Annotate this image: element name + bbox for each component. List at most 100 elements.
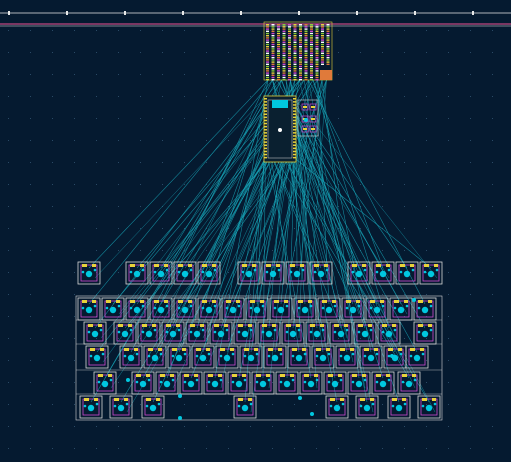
key-switch-footprint[interactable]	[245, 297, 269, 321]
key-switch-footprint[interactable]	[419, 261, 443, 285]
key-switch-footprint[interactable]	[131, 371, 155, 395]
key-switch-footprint[interactable]	[417, 395, 441, 419]
key-switch-footprint[interactable]	[79, 395, 103, 419]
key-switch-footprint[interactable]	[197, 297, 221, 321]
key-switch-footprint[interactable]	[173, 297, 197, 321]
key-switch-footprint[interactable]	[113, 321, 137, 345]
key-switch-footprint[interactable]	[215, 345, 239, 369]
key-switch-footprint[interactable]	[161, 321, 185, 345]
key-switch-footprint[interactable]	[371, 261, 395, 285]
controller-layer[interactable]	[263, 21, 333, 163]
key-switch-footprint[interactable]	[233, 395, 257, 419]
key-switch-footprint[interactable]	[347, 261, 371, 285]
key-switch-footprint[interactable]	[93, 371, 117, 395]
key-switch-footprint[interactable]	[347, 371, 371, 395]
key-switch-footprint[interactable]	[85, 345, 109, 369]
key-switch-footprint[interactable]	[299, 371, 323, 395]
key-switch-footprint[interactable]	[309, 261, 333, 285]
small-ic-cluster[interactable]	[297, 99, 319, 137]
key-switch-footprint[interactable]	[227, 371, 251, 395]
key-switch-footprint[interactable]	[275, 371, 299, 395]
header-pin	[288, 59, 291, 61]
key-switch-footprint[interactable]	[149, 297, 173, 321]
key-switch-footprint[interactable]	[221, 297, 245, 321]
microcontroller-module[interactable]	[263, 95, 297, 163]
key-switch-footprint[interactable]	[329, 321, 353, 345]
key-switch-footprint[interactable]	[179, 371, 203, 395]
key-switch-footprint[interactable]	[209, 321, 233, 345]
key-switch-footprint[interactable]	[335, 345, 359, 369]
mcu-pin	[264, 125, 267, 128]
key-switch-footprint[interactable]	[119, 345, 143, 369]
key-switch-footprint[interactable]	[233, 321, 257, 345]
key-switch-footprint[interactable]	[293, 297, 317, 321]
key-switch-footprint[interactable]	[101, 297, 125, 321]
pad	[242, 264, 247, 267]
key-switch-footprint[interactable]	[377, 321, 401, 345]
key-switch-footprint[interactable]	[185, 321, 209, 345]
key-switch-footprint[interactable]	[77, 297, 101, 321]
key-outline	[317, 297, 341, 321]
key-switch-footprint[interactable]	[237, 261, 261, 285]
key-switch-footprint[interactable]	[355, 395, 379, 419]
key-switch-footprint[interactable]	[317, 297, 341, 321]
ratsnest-line	[166, 148, 297, 315]
key-switch-footprint[interactable]	[285, 261, 309, 285]
key-switch-footprint[interactable]	[261, 261, 285, 285]
key-switch-footprint[interactable]	[251, 371, 275, 395]
key-switch-footprint[interactable]	[239, 345, 263, 369]
key-switch-footprint[interactable]	[287, 345, 311, 369]
key-switch-footprint[interactable]	[141, 395, 165, 419]
key-switch-footprint[interactable]	[387, 395, 411, 419]
key-switch-footprint[interactable]	[197, 261, 221, 285]
key-switch-footprint[interactable]	[341, 297, 365, 321]
key-switch-footprint[interactable]	[149, 261, 173, 285]
pad	[128, 324, 132, 327]
grid-dot	[426, 74, 427, 75]
key-switch-footprint[interactable]	[371, 371, 395, 395]
key-switch-footprint[interactable]	[269, 297, 293, 321]
key-switch-footprint[interactable]	[125, 297, 149, 321]
key-switch-footprint[interactable]	[77, 261, 101, 285]
grid-dot	[338, 206, 339, 207]
pin-pad	[375, 352, 379, 356]
key-switch-footprint[interactable]	[257, 321, 281, 345]
key-switch-footprint[interactable]	[191, 345, 215, 369]
key-switch-footprint[interactable]	[395, 261, 419, 285]
key-switch-footprint[interactable]	[353, 321, 377, 345]
key-switch-footprint[interactable]	[173, 261, 197, 285]
key-switch-footprint[interactable]	[83, 321, 107, 345]
key-switch-layer[interactable]	[75, 261, 443, 421]
key-switch-footprint[interactable]	[167, 345, 191, 369]
key-switch-footprint[interactable]	[143, 345, 167, 369]
key-switch-footprint[interactable]	[389, 297, 413, 321]
key-switch-footprint[interactable]	[305, 321, 329, 345]
key-switch-footprint[interactable]	[413, 321, 437, 345]
key-switch-footprint[interactable]	[359, 345, 383, 369]
switch-hole	[421, 330, 429, 338]
key-switch-footprint[interactable]	[125, 261, 149, 285]
key-switch-footprint[interactable]	[109, 395, 133, 419]
key-switch-footprint[interactable]	[311, 345, 335, 369]
header-pin	[282, 30, 286, 32]
key-switch-footprint[interactable]	[365, 297, 389, 321]
pin-pad	[285, 304, 289, 308]
key-switch-footprint[interactable]	[323, 371, 347, 395]
key-switch-footprint[interactable]	[397, 371, 421, 395]
pad	[108, 374, 112, 377]
key-switch-footprint[interactable]	[405, 345, 429, 369]
key-switch-footprint[interactable]	[325, 395, 349, 419]
pin-pad	[411, 268, 415, 272]
key-switch-footprint[interactable]	[155, 371, 179, 395]
switch-hole	[333, 404, 341, 412]
key-switch-footprint[interactable]	[203, 371, 227, 395]
key-switch-footprint[interactable]	[281, 321, 305, 345]
key-switch-footprint[interactable]	[383, 345, 407, 369]
key-switch-footprint[interactable]	[263, 345, 287, 369]
key-switch-footprint[interactable]	[413, 297, 437, 321]
controller-header-block[interactable]	[263, 21, 333, 81]
header-pin	[271, 65, 275, 68]
key-switch-footprint[interactable]	[137, 321, 161, 345]
